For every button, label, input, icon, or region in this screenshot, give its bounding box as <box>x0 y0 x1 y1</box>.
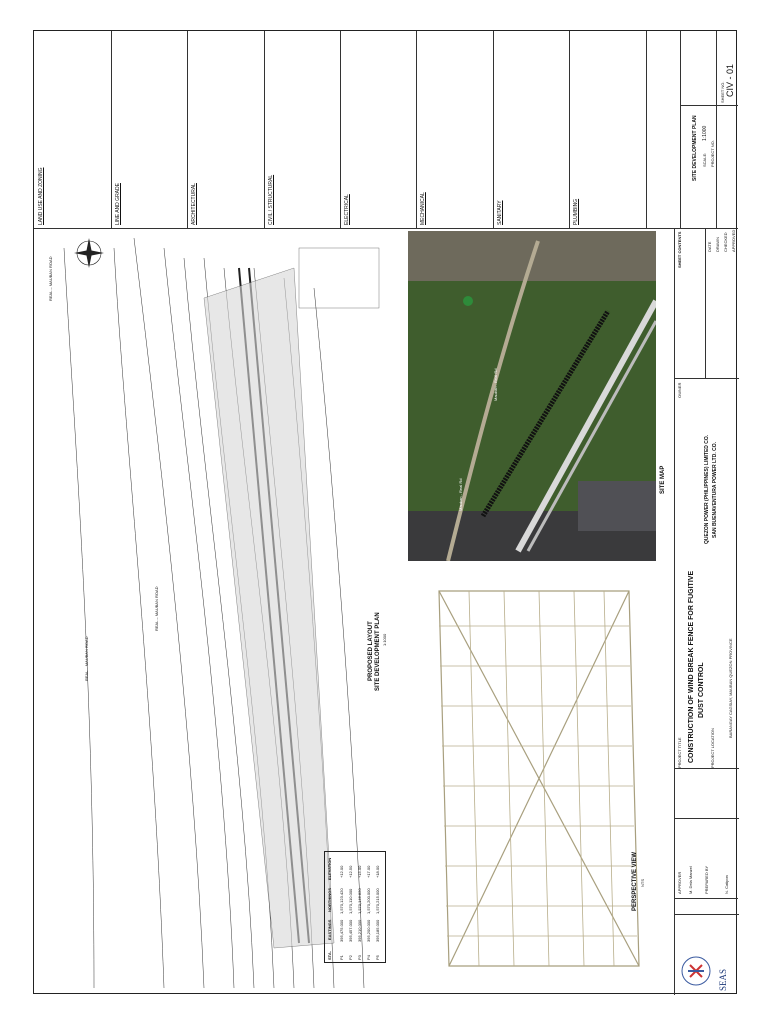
table-cell: 1,570,110.000 <box>348 888 353 914</box>
table-cell: P1 <box>339 955 344 960</box>
table-cell: 1,570,146.820 <box>357 888 362 914</box>
table-cell: 395,475.000 <box>339 919 344 942</box>
prepared-by-label: PREPARED BY <box>704 865 709 894</box>
scale-label: SCALE: <box>702 152 707 167</box>
project-location: BARANGAY CAGSIAY, MAUBAN QUEZON PROVINCE <box>728 638 733 738</box>
table-cell: 395,185.000 <box>375 919 380 942</box>
sheet-number: CIV - 01 <box>725 63 735 97</box>
sheet-contents-title: SITE DEVELOPMENT PLAN <box>692 115 698 181</box>
approver-name: M. Dela Manzel <box>688 866 693 894</box>
table-cell: 1,570,215.000 <box>375 888 380 914</box>
project-no-label: PROJECT NO. <box>710 140 715 167</box>
site-map-label: SITE MAP <box>660 465 666 494</box>
site-map-image: Mauban - Real Rd Mauban - Real Rd <box>408 231 656 561</box>
owner-name-2: SAN BUENAVENTURA POWER LTD. CO. <box>712 441 718 538</box>
drawn-label: DRAWN <box>715 237 720 252</box>
table-cell: 395,457.000 <box>348 919 353 942</box>
owner-name-1: QUEZON POWER (PHILIPPINES) LIMITED CO. <box>704 434 710 544</box>
project-title-1: CONSTRUCTION OF WIND BREAK FENCE FOR FUG… <box>688 570 695 763</box>
discipline-label: PLUMBING <box>573 198 579 225</box>
discipline-label: ARCHITECTURAL <box>191 183 197 225</box>
approver-label: APPROVER <box>677 871 682 894</box>
satellite-map <box>408 231 656 561</box>
seas-logo-icon <box>681 956 711 986</box>
table-cell: +12.00 <box>339 865 344 878</box>
project-title-label: PROJECT TITLE <box>677 737 682 768</box>
table-cell: +15.00 <box>357 865 362 878</box>
table-cell: +17.00 <box>366 865 371 878</box>
discipline-label: ELECTRICAL <box>344 194 350 225</box>
perspective-title: PERSPECTIVE VIEW <box>632 851 638 911</box>
north-arrow-icon <box>74 238 104 268</box>
road-label: REAL – MAUBAN ROAD <box>48 256 53 301</box>
layout-subtitle: SITE DEVELOPMENT PLAN <box>375 612 381 691</box>
title-block-frame <box>674 228 739 995</box>
discipline-label: SANITARY <box>497 200 503 225</box>
project-title-2: DUST CONTROL <box>698 662 705 718</box>
road-label: REAL – MAUBAN ROAD <box>84 636 89 681</box>
owner-label: OWNER <box>677 382 682 398</box>
perspective-scale: NTS <box>640 879 645 887</box>
table-cell: 1,570,123.420 <box>339 888 344 914</box>
perspective-view-drawing <box>438 590 640 967</box>
table-cell: +12.50 <box>348 865 353 878</box>
company-logo: SEAS <box>674 898 738 996</box>
map-road-label: Mauban - Real Rd <box>458 478 463 511</box>
map-road-label: Mauban - Real Rd <box>493 368 498 401</box>
company-name: SEAS <box>718 968 728 991</box>
preparer-name: N. Catipon <box>724 875 729 894</box>
table-cell: 395,210.000 <box>357 919 362 942</box>
layout-scale: 1:1000 <box>382 633 387 646</box>
table-header: STA. <box>327 951 332 960</box>
discipline-label: CIVIL / STRUCTURAL <box>268 174 274 225</box>
table-header: ELEVATION <box>327 857 332 880</box>
discipline-strip: LAND USE AND ZONING LINE AND GRADE ARCHI… <box>34 31 738 229</box>
coordinates-table: STA. EASTINGS NORTHINGS ELEVATION P1 395… <box>324 851 386 963</box>
sheet-contents-label: SHEET CONTENTS <box>677 231 682 268</box>
table-cell: 395,200.000 <box>366 919 371 942</box>
discipline-label: MECHANICAL <box>420 192 426 225</box>
layout-title: PROPOSED LAYOUT <box>368 621 374 681</box>
discipline-label: LINE AND GRADE <box>115 183 121 225</box>
table-cell: P5 <box>375 955 380 960</box>
checked-label: CHECKED <box>723 232 728 252</box>
discipline-label: LAND USE AND ZONING <box>38 167 44 225</box>
project-location-label: PROJECT LOCATION <box>710 728 715 768</box>
table-cell: 1,570,200.000 <box>366 888 371 914</box>
table-cell: +18.00 <box>375 865 380 878</box>
table-cell: P2 <box>348 955 353 960</box>
table-header: NORTHINGS <box>327 888 332 912</box>
site-development-plan <box>63 237 380 989</box>
approved-label: APPROVED <box>731 229 736 252</box>
table-cell: P4 <box>366 955 371 960</box>
date-label: DATE <box>707 241 712 252</box>
table-header: EASTINGS <box>327 919 332 940</box>
drawing-sheet: LAND USE AND ZONING LINE AND GRADE ARCHI… <box>33 30 739 996</box>
scale-value: 1:1000 <box>702 125 708 141</box>
road-label: REAL – MAUBAN ROAD <box>154 586 159 631</box>
table-cell: P3 <box>357 955 362 960</box>
